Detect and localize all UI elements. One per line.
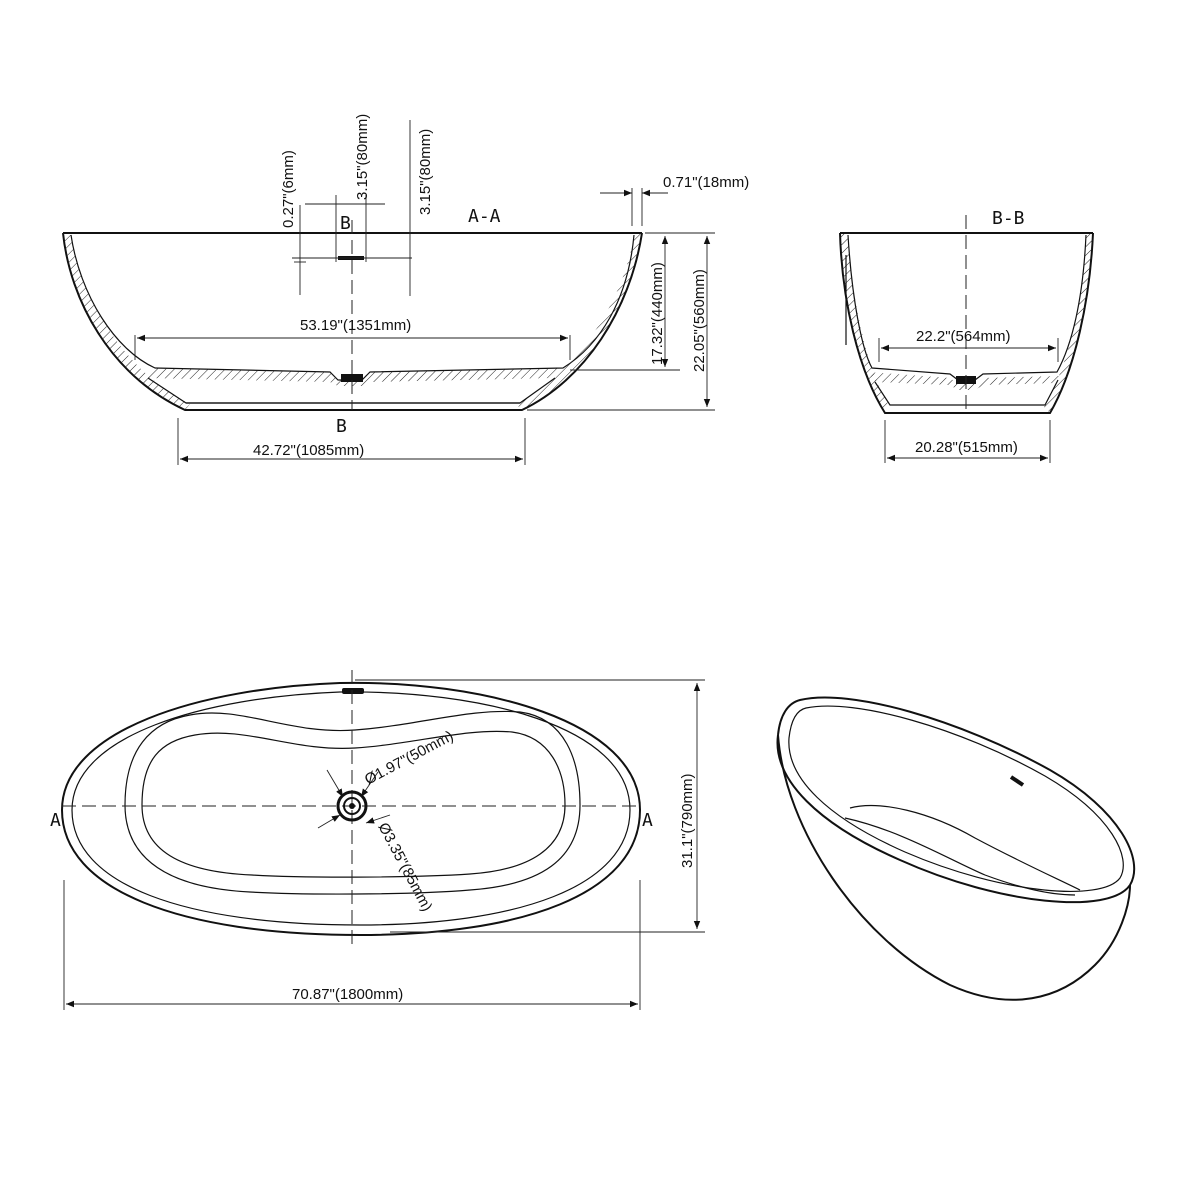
dim-overflow-width: 3.15"(80mm) [354, 114, 371, 200]
dim-total-length: 70.87"(1800mm) [292, 986, 403, 1003]
section-marker-a-left: A [50, 810, 61, 831]
section-label-aa: A-A [468, 206, 501, 227]
bb-dimensions: 22.2"(564mm) 20.28"(515mm) B-B [878, 208, 1059, 463]
aa-dimensions: 0.27"(6mm) 3.15"(80mm) 3.15"(80mm) 0.71"… [134, 114, 749, 465]
dim-base-length: 42.72"(1085mm) [253, 442, 364, 459]
dim-inner-depth: 17.32"(440mm) [649, 262, 666, 365]
section-aa-view [62, 220, 643, 411]
section-marker-b-top: B [340, 213, 351, 234]
top-view-dimensions: Ø1.97"(50mm) Ø3.35"(85mm) 31.1"(790mm) 7… [50, 679, 705, 1010]
dim-base-width: 20.28"(515mm) [915, 439, 1018, 456]
top-view [60, 670, 642, 945]
dim-rim-thickness: 0.71"(18mm) [663, 174, 749, 191]
dim-total-height: 22.05"(560mm) [691, 269, 708, 372]
section-marker-a-right: A [642, 810, 653, 831]
dim-overflow-gap: 0.27"(6mm) [280, 150, 297, 228]
section-bb-view [839, 215, 1094, 414]
dim-total-width: 31.1"(790mm) [679, 773, 696, 868]
section-marker-b-bottom: B [336, 416, 347, 437]
dim-drain-inner: Ø1.97"(50mm) [362, 728, 456, 789]
dim-drain-outer: Ø3.35"(85mm) [374, 820, 435, 914]
dim-overflow-height: 3.15"(80mm) [417, 129, 434, 215]
dim-inner-length: 53.19"(1351mm) [300, 317, 411, 334]
section-label-bb: B-B [992, 208, 1025, 229]
dim-inner-width: 22.2"(564mm) [916, 328, 1011, 345]
perspective-view [776, 696, 1136, 1001]
